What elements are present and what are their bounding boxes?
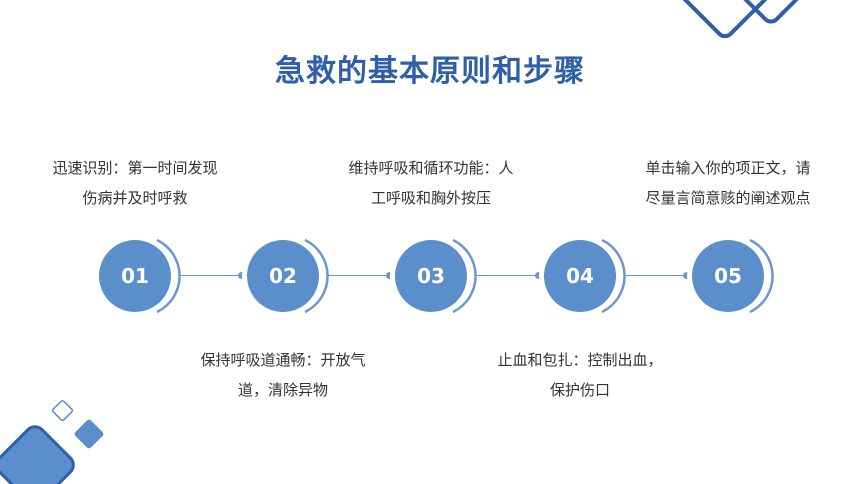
connector-dot [535, 272, 542, 279]
step-arc-path [304, 238, 329, 314]
connector-dot [386, 272, 393, 279]
step-text-line: 保护伤口 [549, 381, 610, 399]
step-arc-path [749, 238, 774, 314]
page-title: 急救的基本原则和步骤 [275, 54, 585, 89]
diamond-solid-large [0, 425, 75, 484]
step-arc-path [452, 238, 477, 314]
connector-dot [683, 272, 690, 279]
step-text-line: 维持呼吸和循环功能：人 [348, 159, 514, 177]
step-text-line: 止血和包扎：控制出血， [497, 351, 663, 369]
connector-line [475, 275, 538, 276]
step-text-01: 迅速识别：第一时间发现伤病并及时呼救 [40, 153, 230, 213]
step-circle-01: 01 [99, 238, 181, 314]
step-number: 02 [269, 264, 297, 288]
step-text-line: 保持呼吸道通畅：开放气 [200, 351, 366, 369]
step-text-line: 工呼吸和胸外按压 [370, 189, 491, 207]
step-number: 01 [121, 264, 149, 288]
step-circle-05: 05 [692, 238, 774, 314]
step-circle-04: 04 [544, 238, 626, 314]
step-text-03: 维持呼吸和循环功能：人工呼吸和胸外按压 [336, 153, 526, 213]
connector-line [327, 275, 389, 276]
step-arc [452, 238, 477, 314]
top-right-decoration [676, 0, 814, 39]
step-text-line: 单击输入你的项正文，请 [645, 159, 811, 177]
diamond-solid-small [74, 419, 104, 449]
connector-line [624, 275, 686, 276]
step-number: 05 [714, 264, 742, 288]
step-arc [749, 238, 774, 314]
step-text-line: 道，清除异物 [237, 381, 328, 399]
step-text-05: 单击输入你的项正文，请尽量言简意赅的阐述观点 [633, 153, 823, 213]
step-text-02: 保持呼吸道通畅：开放气道，清除异物 [188, 345, 378, 405]
step-arc [156, 238, 181, 314]
step-arc [304, 238, 329, 314]
step-circle-02: 02 [247, 238, 329, 314]
step-text-line: 迅速识别：第一时间发现 [52, 159, 218, 177]
step-text-line: 伤病并及时呼救 [82, 189, 188, 207]
diamond-outline-small [728, 0, 814, 24]
diamond-outline-large [676, 0, 774, 39]
bottom-left-decoration [0, 399, 104, 484]
diamond-outline-tiny [51, 399, 74, 422]
step-text-line: 尽量言简意赅的阐述观点 [645, 189, 811, 207]
step-number: 04 [566, 264, 594, 288]
connector-dot [238, 272, 245, 279]
step-arc [601, 238, 626, 314]
step-circle-03: 03 [395, 238, 477, 314]
step-arc-path [156, 238, 181, 314]
step-text-04: 止血和包扎：控制出血， 保护伤口 [485, 345, 675, 405]
step-number: 03 [417, 264, 445, 288]
step-arc-path [601, 238, 626, 314]
connector-line [179, 275, 241, 276]
